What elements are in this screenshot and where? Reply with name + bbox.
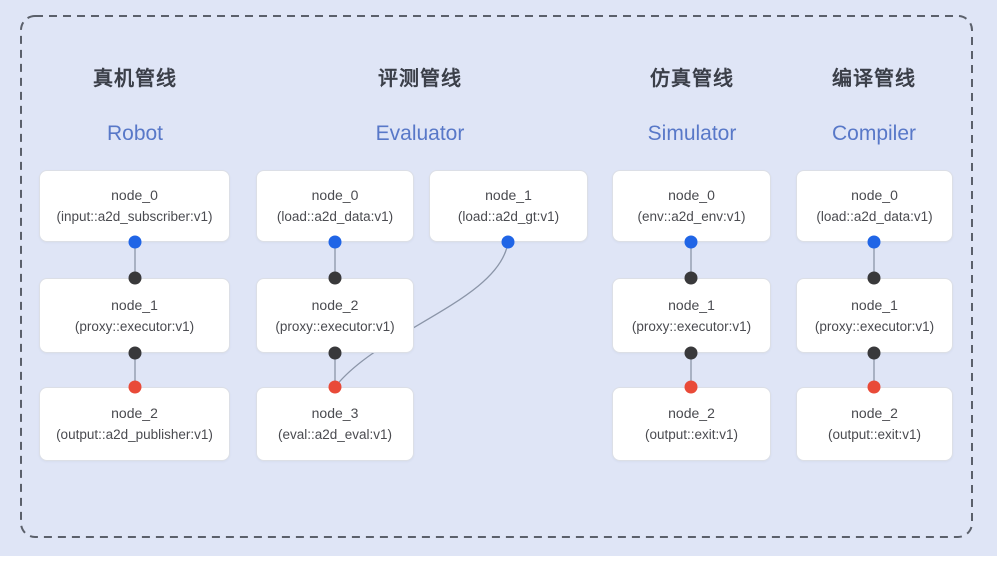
node-compiler-node_1[interactable]: node_1 (proxy::executor:v1) <box>796 278 953 353</box>
node-name: node_0 <box>311 187 359 203</box>
node-name: node_1 <box>485 187 532 203</box>
node-type: (proxy::executor:v1) <box>74 318 195 334</box>
node-type: (env::a2d_env:v1) <box>637 209 746 224</box>
node-type: (output::a2d_publisher:v1) <box>56 427 213 442</box>
port-sink-dot[interactable] <box>867 380 881 394</box>
pipeline-title-zh-compiler: 编译管线 <box>832 68 916 90</box>
node-type: (load::a2d_data:v1) <box>816 209 933 224</box>
node-evaluator-node_0[interactable]: node_0 (load::a2d_data:v1) <box>256 170 414 242</box>
node-type: (proxy::executor:v1) <box>814 318 935 334</box>
node-evaluator-node_1[interactable]: node_1 (load::a2d_gt:v1) <box>429 170 588 242</box>
pipeline-title-zh-simulator: 仿真管线 <box>650 68 734 90</box>
node-name: node_2 <box>851 405 898 421</box>
port-output-dot[interactable] <box>501 235 515 249</box>
node-name: node_0 <box>668 187 715 203</box>
node-evaluator-node_2[interactable]: node_2 (proxy::executor:v1) <box>256 278 414 353</box>
node-name: node_1 <box>111 296 158 313</box>
node-name: node_1 <box>851 296 898 313</box>
node-simulator-node_0[interactable]: node_0 (env::a2d_env:v1) <box>612 170 771 242</box>
port-output-dot[interactable] <box>128 346 142 360</box>
node-type: (output::exit:v1) <box>644 427 739 442</box>
node-evaluator-node_3[interactable]: node_3 (eval::a2d_eval:v1) <box>256 387 414 461</box>
pipeline-title-en-robot: Robot <box>106 122 164 145</box>
port-output-dot[interactable] <box>867 235 881 249</box>
port-output-dot[interactable] <box>128 235 142 249</box>
node-type: (proxy::executor:v1) <box>275 318 395 334</box>
port-input-dot[interactable] <box>128 271 142 285</box>
port-output-dot[interactable] <box>684 235 698 249</box>
node-type: (input::a2d_subscriber:v1) <box>56 209 213 224</box>
pipeline-title-zh-robot: 真机管线 <box>93 68 177 90</box>
port-input-dot[interactable] <box>328 271 342 285</box>
node-robot-node_0[interactable]: node_0 (input::a2d_subscriber:v1) <box>39 170 230 242</box>
port-input-dot[interactable] <box>684 271 698 285</box>
node-name: node_3 <box>311 405 359 421</box>
node-simulator-node_1[interactable]: node_1 (proxy::executor:v1) <box>612 278 771 353</box>
port-output-dot[interactable] <box>328 235 342 249</box>
node-type: (eval::a2d_eval:v1) <box>277 427 393 442</box>
node-robot-node_1[interactable]: node_1 (proxy::executor:v1) <box>39 278 230 353</box>
node-type: (proxy::executor:v1) <box>631 318 752 334</box>
dashed-boundary <box>20 15 973 538</box>
port-output-dot[interactable] <box>867 346 881 360</box>
node-name: node_0 <box>851 187 898 203</box>
node-compiler-node_0[interactable]: node_0 (load::a2d_data:v1) <box>796 170 953 242</box>
node-name: node_2 <box>668 405 715 421</box>
node-type: (load::a2d_gt:v1) <box>457 209 560 224</box>
pipeline-title-en-simulator: Simulator <box>647 122 737 145</box>
port-output-dot[interactable] <box>328 346 342 360</box>
node-name: node_2 <box>311 296 359 313</box>
node-compiler-node_2[interactable]: node_2 (output::exit:v1) <box>796 387 953 461</box>
port-input-dot[interactable] <box>867 271 881 285</box>
port-sink-dot[interactable] <box>684 380 698 394</box>
edge-evaluator-1-3-curve <box>334 241 509 388</box>
pipeline-title-en-evaluator: Evaluator <box>375 122 465 145</box>
port-sink-dot[interactable] <box>328 380 342 394</box>
node-type: (output::exit:v1) <box>827 427 922 442</box>
pipeline-title-zh-evaluator: 评测管线 <box>378 68 462 90</box>
bottom-strip <box>0 556 997 563</box>
node-type: (load::a2d_data:v1) <box>276 209 394 224</box>
node-robot-node_2[interactable]: node_2 (output::a2d_publisher:v1) <box>39 387 230 461</box>
node-name: node_0 <box>111 187 158 203</box>
node-name: node_2 <box>111 405 158 421</box>
port-output-dot[interactable] <box>684 346 698 360</box>
node-simulator-node_2[interactable]: node_2 (output::exit:v1) <box>612 387 771 461</box>
node-name: node_1 <box>668 296 715 313</box>
port-sink-dot[interactable] <box>128 380 142 394</box>
pipeline-title-en-compiler: Compiler <box>831 122 917 145</box>
